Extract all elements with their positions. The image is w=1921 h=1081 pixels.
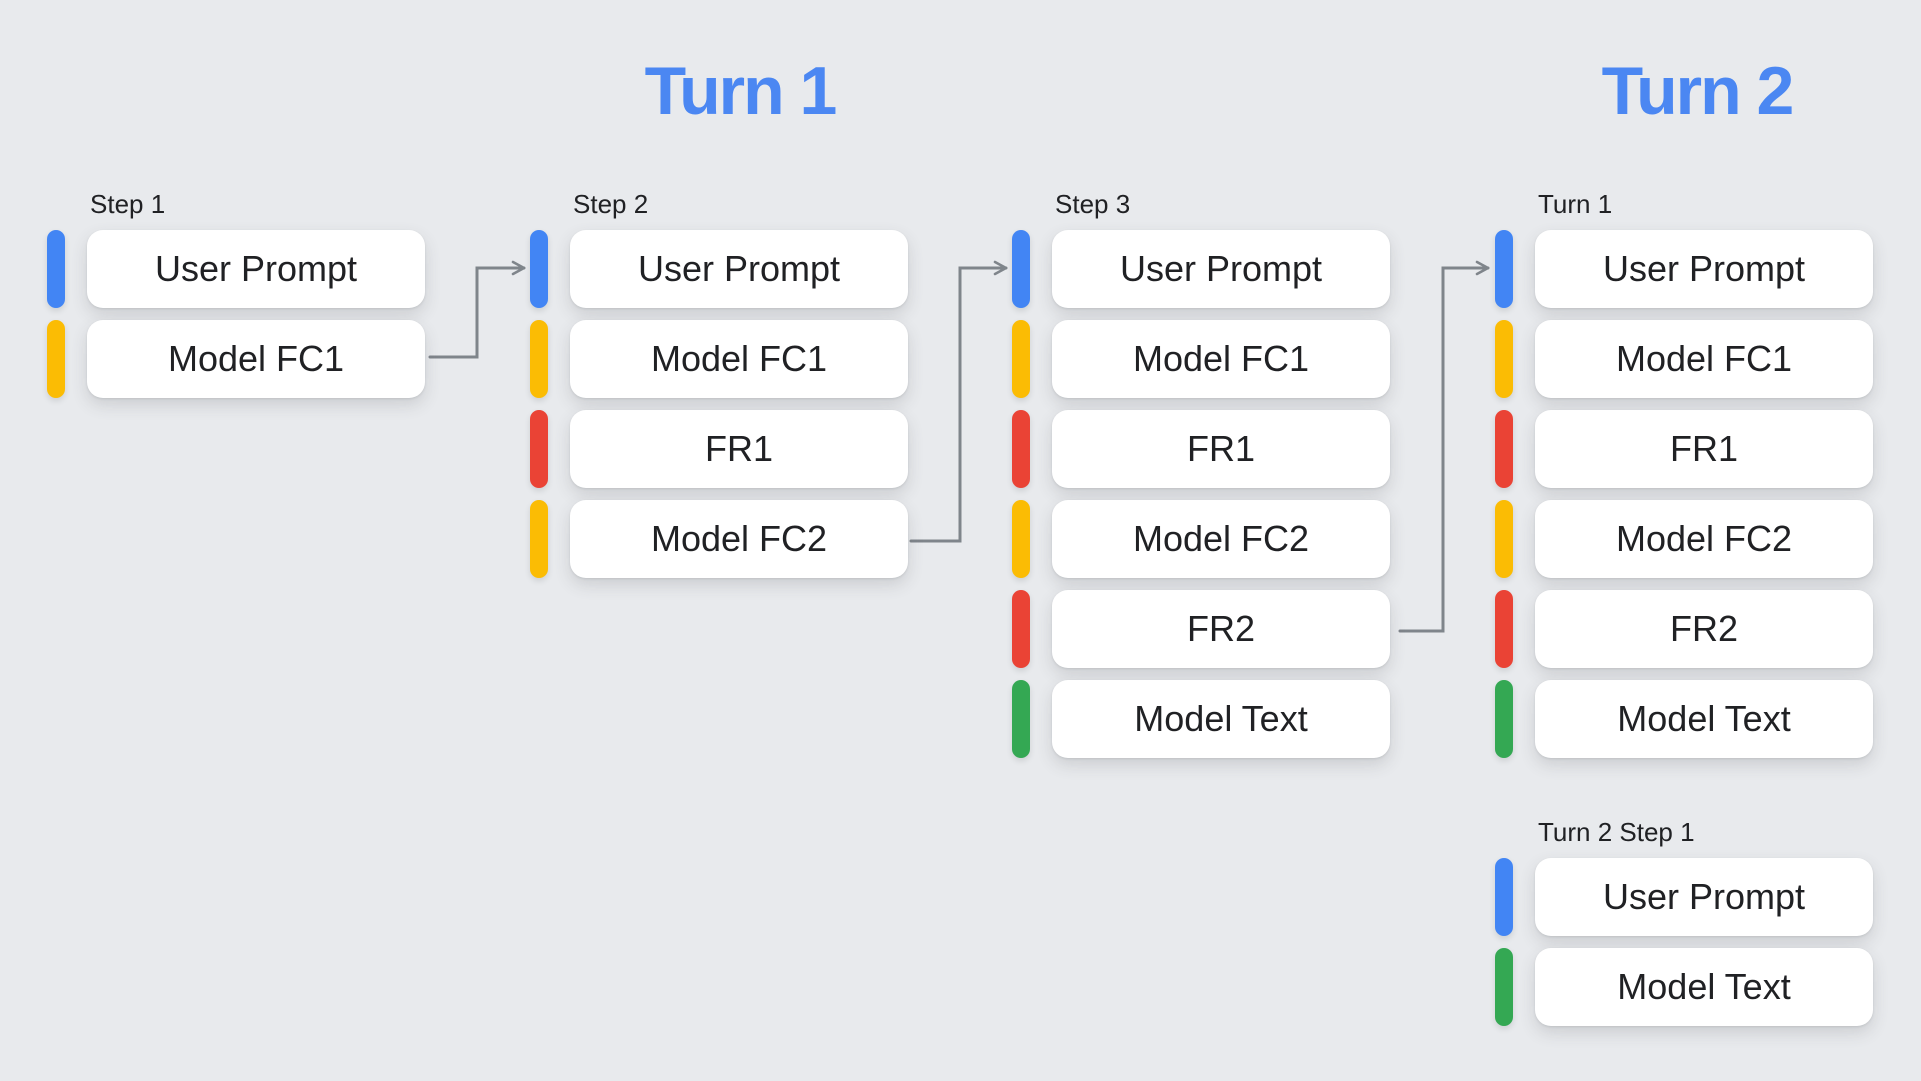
title-turn-1: Turn 1 — [644, 53, 838, 129]
color-bar-model-fc2 — [1012, 500, 1030, 578]
card-label: Model FC2 — [650, 518, 828, 559]
card-user-prompt: User Prompt — [1535, 230, 1873, 308]
row-model-fc1: Model FC1 — [1495, 320, 1873, 398]
card-label: User Prompt — [154, 248, 358, 289]
card-fr1: FR1 — [1535, 410, 1873, 488]
color-bar-user-prompt — [47, 230, 65, 308]
card-label: FR1 — [1669, 428, 1738, 469]
row-fr1: FR1 — [530, 410, 908, 488]
card-fr2: FR2 — [1052, 590, 1390, 668]
card-model-text: Model Text — [1535, 948, 1873, 1026]
card-fr1: FR1 — [570, 410, 908, 488]
card-user-prompt: User Prompt — [87, 230, 425, 308]
card-label: Model Text — [1134, 698, 1308, 739]
group-step-2: Step 2 User Prompt Model FC1 FR1 Model F… — [530, 190, 908, 578]
card-label: Model FC2 — [1615, 518, 1793, 559]
card-label: FR1 — [1186, 428, 1255, 469]
color-bar-model-fc1 — [1495, 320, 1513, 398]
card-model-fc1: Model FC1 — [1052, 320, 1390, 398]
row-user-prompt: User Prompt — [1495, 858, 1873, 936]
color-bar-model-text — [1495, 948, 1513, 1026]
color-bar-fr1 — [530, 410, 548, 488]
card-label: Model Text — [1617, 698, 1791, 739]
title-turn-2: Turn 2 — [1601, 53, 1795, 129]
group-label: Step 2 — [573, 189, 649, 219]
card-label: Model FC1 — [650, 338, 828, 379]
row-model-fc1: Model FC1 — [47, 320, 425, 398]
card-model-fc1: Model FC1 — [570, 320, 908, 398]
row-model-fc2: Model FC2 — [1012, 500, 1390, 578]
color-bar-model-fc1 — [530, 320, 548, 398]
group-step-3: Step 3 User Prompt Model FC1 FR1 Model F… — [1012, 190, 1390, 758]
color-bar-fr1 — [1012, 410, 1030, 488]
card-model-fc1: Model FC1 — [87, 320, 425, 398]
card-user-prompt: User Prompt — [570, 230, 908, 308]
row-model-fc2: Model FC2 — [530, 500, 908, 578]
row-model-fc1: Model FC1 — [530, 320, 908, 398]
card-label: Model FC1 — [1615, 338, 1793, 379]
card-user-prompt: User Prompt — [1535, 858, 1873, 936]
row-user-prompt: User Prompt — [1012, 230, 1390, 308]
card-label: FR2 — [1669, 608, 1738, 649]
group-turn-2-step-1: Turn 2 Step 1 User Prompt Model Text — [1495, 818, 1873, 1026]
group-label: Step 1 — [90, 189, 166, 219]
color-bar-model-fc1 — [1012, 320, 1030, 398]
card-model-fc1: Model FC1 — [1535, 320, 1873, 398]
color-bar-model-fc2 — [530, 500, 548, 578]
row-user-prompt: User Prompt — [530, 230, 908, 308]
arrow-step2-to-step3 — [909, 260, 1008, 543]
group-step-1: Step 1 User Prompt Model FC1 — [47, 190, 425, 398]
card-label: FR1 — [704, 428, 773, 469]
card-fr2: FR2 — [1535, 590, 1873, 668]
row-fr2: FR2 — [1495, 590, 1873, 668]
row-model-fc1: Model FC1 — [1012, 320, 1390, 398]
card-label: User Prompt — [637, 248, 841, 289]
row-user-prompt: User Prompt — [47, 230, 425, 308]
row-model-fc2: Model FC2 — [1495, 500, 1873, 578]
card-label: Model FC1 — [1132, 338, 1310, 379]
card-model-text: Model Text — [1535, 680, 1873, 758]
card-model-text: Model Text — [1052, 680, 1390, 758]
arrow-step3-to-turn1 — [1398, 260, 1490, 633]
card-label: Model FC2 — [1132, 518, 1310, 559]
card-model-fc2: Model FC2 — [1052, 500, 1390, 578]
row-fr1: FR1 — [1012, 410, 1390, 488]
card-model-fc2: Model FC2 — [1535, 500, 1873, 578]
row-model-text: Model Text — [1495, 680, 1873, 758]
row-user-prompt: User Prompt — [1495, 230, 1873, 308]
color-bar-model-text — [1012, 680, 1030, 758]
color-bar-fr1 — [1495, 410, 1513, 488]
card-label: User Prompt — [1602, 876, 1806, 917]
group-label: Step 3 — [1055, 189, 1131, 219]
color-bar-fr2 — [1012, 590, 1030, 668]
color-bar-user-prompt — [1495, 858, 1513, 936]
color-bar-fr2 — [1495, 590, 1513, 668]
arrow-step1-to-step2 — [428, 260, 526, 359]
color-bar-model-text — [1495, 680, 1513, 758]
card-label: FR2 — [1186, 608, 1255, 649]
card-label: Model FC1 — [167, 338, 345, 379]
group-turn-1-history: Turn 1 User Prompt Model FC1 FR1 Model F… — [1495, 190, 1873, 758]
group-label: Turn 1 — [1538, 189, 1613, 219]
card-fr1: FR1 — [1052, 410, 1390, 488]
row-model-text: Model Text — [1495, 948, 1873, 1026]
row-fr1: FR1 — [1495, 410, 1873, 488]
card-model-fc2: Model FC2 — [570, 500, 908, 578]
color-bar-model-fc2 — [1495, 500, 1513, 578]
card-label: Model Text — [1617, 966, 1791, 1007]
card-user-prompt: User Prompt — [1052, 230, 1390, 308]
row-fr2: FR2 — [1012, 590, 1390, 668]
color-bar-user-prompt — [530, 230, 548, 308]
card-label: User Prompt — [1602, 248, 1806, 289]
row-model-text: Model Text — [1012, 680, 1390, 758]
group-label: Turn 2 Step 1 — [1538, 817, 1695, 847]
color-bar-user-prompt — [1495, 230, 1513, 308]
color-bar-user-prompt — [1012, 230, 1030, 308]
card-label: User Prompt — [1119, 248, 1323, 289]
color-bar-model-fc1 — [47, 320, 65, 398]
